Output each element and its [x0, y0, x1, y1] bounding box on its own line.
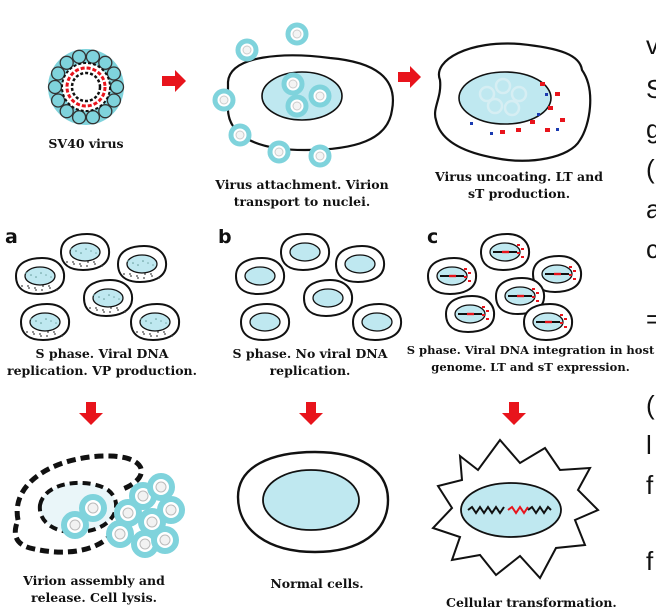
small-cell [494, 276, 546, 316]
caption-lysis: Virion assembly and release. Cell lysis. [14, 572, 174, 606]
small-cell [531, 254, 583, 294]
small-cell [14, 256, 66, 296]
side-letter: f [646, 470, 654, 500]
caption-line: replication. VP production. [7, 363, 197, 378]
lysis-cell [12, 453, 182, 555]
side-letter: v [646, 30, 656, 60]
caption-line: Normal cells. [270, 576, 364, 591]
arrow-2 [398, 66, 421, 88]
side-letter: g [646, 114, 656, 144]
caption-line: S phase. Viral DNA [35, 346, 169, 361]
side-letter: = [646, 304, 656, 334]
side-letter: c [646, 234, 656, 264]
caption-line: SV40 virus [48, 136, 124, 151]
small-cell [426, 256, 478, 296]
transformed-cell [431, 438, 600, 580]
side-letter: ( [646, 390, 655, 420]
caption-normal: Normal cells. [262, 575, 372, 592]
small-cell [479, 232, 531, 272]
caption-line: replication. [269, 363, 351, 378]
down-arrow-a [79, 402, 103, 425]
small-cell [351, 302, 403, 342]
caption-line: release. Cell lysis. [31, 590, 157, 605]
panel-label-b: b [218, 226, 232, 248]
side-letter: l [646, 430, 652, 460]
small-cell [59, 232, 111, 272]
small-cell [82, 278, 134, 318]
caption-attachment: Virus attachment. Virion transport to nu… [212, 176, 392, 210]
caption-line: sT production. [467, 186, 571, 201]
small-cell [279, 232, 331, 272]
panel-label-a: a [5, 226, 18, 248]
arrow-1 [162, 70, 186, 92]
caption-sv40: SV40 virus [36, 135, 136, 152]
caption-line: S phase. Viral DNA integration in host [406, 343, 655, 357]
caption-panel-b: S phase. No viral DNA replication. [222, 345, 398, 379]
side-letter: f [646, 546, 654, 576]
caption-line: genome. LT and sT expression. [431, 360, 630, 374]
small-cell [116, 244, 168, 284]
small-cell [522, 302, 574, 342]
panel-c-cells [426, 232, 583, 342]
caption-line: Virus uncoating. LT and [435, 169, 603, 184]
side-letter: a [646, 194, 656, 224]
caption-panel-c: S phase. Viral DNA integration in host g… [405, 342, 656, 376]
panel-a-cells [14, 232, 181, 342]
caption-line: Virus attachment. Virion [215, 177, 389, 192]
caption-transformation: Cellular transformation. [446, 594, 617, 611]
caption-uncoating: Virus uncoating. LT and sT production. [434, 168, 604, 202]
side-letter: S [646, 74, 656, 104]
small-cell [444, 294, 496, 334]
caption-line: transport to nuclei. [233, 194, 371, 209]
uncoating-cell [434, 42, 592, 162]
attachment-cell [215, 25, 395, 165]
small-cell [302, 278, 354, 318]
panel-b-cells [234, 232, 403, 342]
caption-panel-a: S phase. Viral DNA replication. VP produ… [4, 345, 200, 379]
normal-cell [236, 450, 390, 554]
caption-line: Cellular transformation. [446, 595, 617, 610]
caption-line: Virion assembly and [23, 573, 165, 588]
caption-line: S phase. No viral DNA [232, 346, 388, 361]
small-cell [234, 256, 286, 296]
panel-label-c: c [427, 226, 439, 248]
small-cell [239, 302, 291, 342]
sv40-virion [47, 49, 125, 125]
small-cell [19, 302, 71, 342]
small-cell [129, 302, 181, 342]
down-arrow-b [299, 402, 323, 425]
down-arrow-c [502, 402, 526, 425]
small-cell [334, 244, 386, 284]
side-letter: ( [646, 154, 655, 184]
